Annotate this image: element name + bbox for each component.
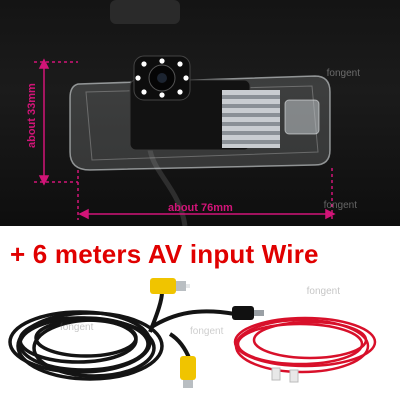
- wire-terminal: [289, 369, 299, 383]
- watermark: fongent: [190, 326, 224, 337]
- dc-plug: [232, 306, 254, 320]
- rca-plug: [180, 356, 196, 388]
- background-camera: [110, 0, 180, 24]
- watermark: fongent: [326, 68, 360, 79]
- wire-terminal: [271, 367, 281, 381]
- rca-plug: [150, 278, 190, 294]
- dimension-lines: [34, 58, 336, 220]
- cable-coil: [8, 310, 164, 381]
- led-ring: [135, 58, 189, 98]
- av-cable-illustration: [8, 278, 377, 388]
- camera-photo-panel: about 33mm about 76mm fongent fongent: [0, 0, 400, 226]
- heat-sink: [222, 90, 280, 148]
- width-dimension-label: about 76mm: [168, 202, 233, 214]
- watermark: fongent: [60, 322, 94, 333]
- camera-illustration: [34, 0, 336, 226]
- headline: + 6 meters AV input Wire: [10, 239, 319, 269]
- bracket-clip: [284, 99, 320, 135]
- height-dimension-label: about 33mm: [26, 83, 38, 148]
- watermark: fongent: [323, 200, 357, 211]
- red-wire-coil: [233, 316, 377, 374]
- watermark: fongent: [306, 286, 340, 297]
- camera-cable: [147, 149, 188, 226]
